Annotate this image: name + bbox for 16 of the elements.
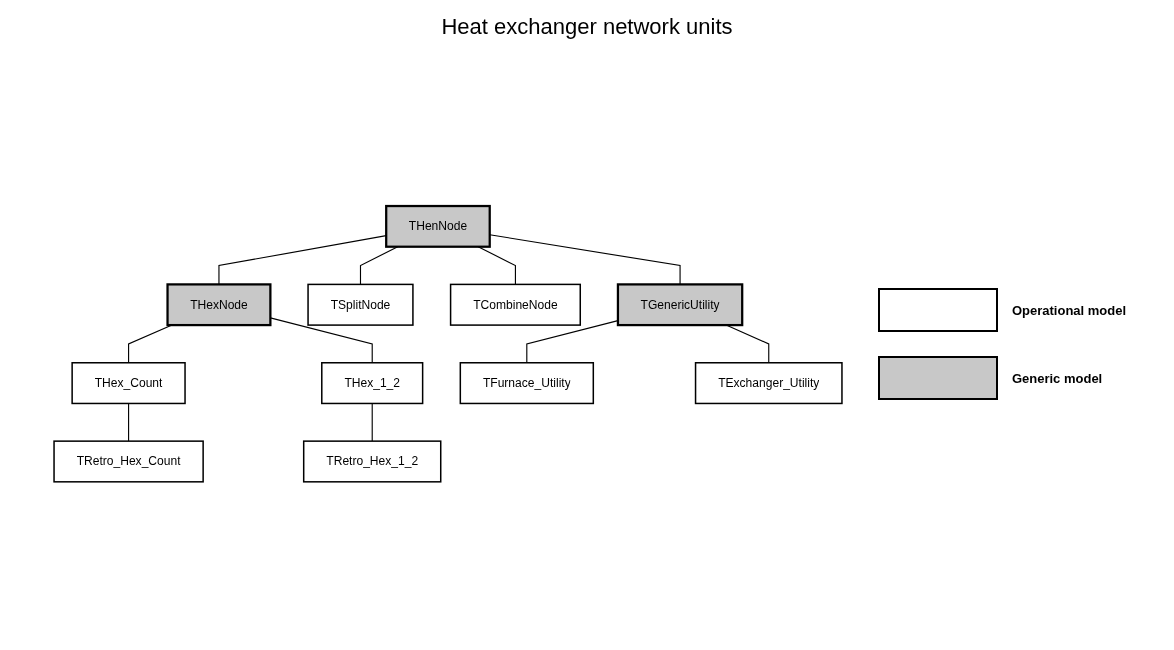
node-box: TRetro_Hex_1_2 [302,440,442,483]
connector [371,402,373,442]
node-box: TCombineNode [449,283,581,326]
node-box: TSplitNode [307,283,414,326]
legend-label: Generic model [1011,370,1103,386]
node-box: THex_1_2 [320,362,424,405]
node-box: TGenericUtility [616,283,744,327]
node-box: TRetro_Hex_Count [53,440,204,483]
node-box: THexNode [166,283,272,327]
node-box: TExchanger_Utility [694,362,843,405]
diagram-title: Heat exchanger network units [441,14,733,40]
node-box: THenNode [385,204,491,248]
node-box: TFurnace_Utility [459,362,594,405]
legend-label: Operational model [1011,302,1127,318]
connector [127,402,130,442]
node-box: THex_Count [71,362,186,405]
